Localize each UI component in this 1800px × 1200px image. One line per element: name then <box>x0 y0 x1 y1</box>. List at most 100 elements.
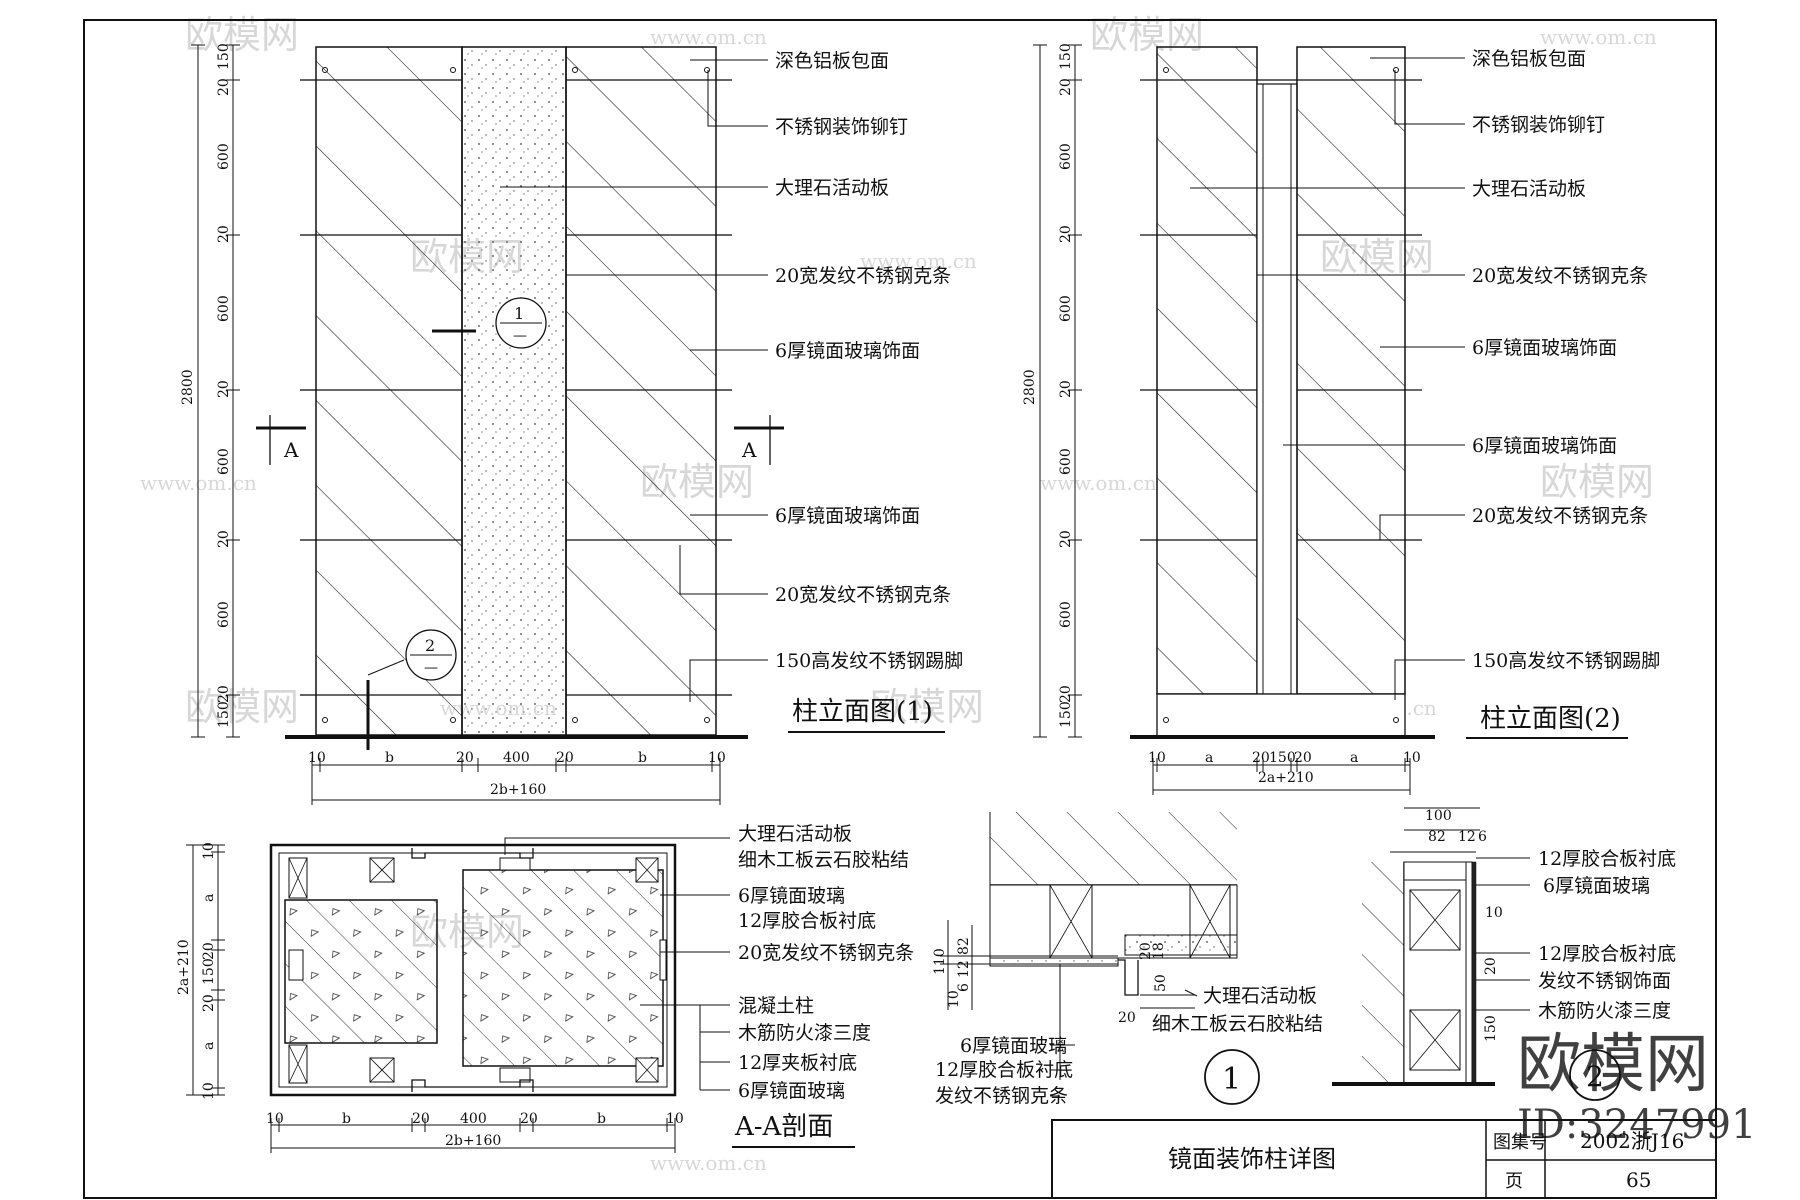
svg-text:100: 100 <box>1425 808 1452 824</box>
concrete-core-left <box>284 899 438 1044</box>
svg-text:20: 20 <box>216 78 232 96</box>
marble-strip <box>461 46 567 736</box>
svg-text:a: a <box>201 1042 217 1050</box>
svg-text:400: 400 <box>460 1111 487 1127</box>
elevation1-title: 柱立面图(1) <box>792 697 933 727</box>
elevation-1: A A 1 — 2 — 150 20 600 20 600 <box>180 43 963 805</box>
svg-text:150: 150 <box>216 701 232 728</box>
svg-text:400: 400 <box>503 750 530 766</box>
svg-text:20宽发纹不锈钢克条: 20宽发纹不锈钢克条 <box>775 584 951 606</box>
rivets <box>322 67 710 723</box>
elevation1-leaders <box>500 59 768 702</box>
atlas-number: 2002浙J16 <box>1580 1129 1684 1153</box>
svg-text:20: 20 <box>1058 225 1074 243</box>
svg-text:大理石活动板: 大理石活动板 <box>1203 985 1317 1007</box>
atlas-label: 图集号 <box>1493 1132 1547 1153</box>
svg-text:20宽发纹不锈钢克条: 20宽发纹不锈钢克条 <box>775 265 951 287</box>
watermark-logo-brand: 欧模网 <box>1517 1028 1709 1102</box>
svg-text:木筋防火漆三度: 木筋防火漆三度 <box>738 1022 871 1044</box>
center-strip-2 <box>1256 83 1298 695</box>
svg-text:10: 10 <box>308 750 326 766</box>
detail-callout-1-num: 1 <box>514 304 524 323</box>
svg-text:b: b <box>597 1111 606 1127</box>
svg-text:2800: 2800 <box>180 369 196 405</box>
svg-text:2a+210: 2a+210 <box>176 939 192 995</box>
svg-text:细木工板云石胶粘结: 细木工板云石胶粘结 <box>738 849 909 871</box>
watermark-brand: 欧模网 <box>185 685 299 729</box>
svg-text:600: 600 <box>1058 601 1074 628</box>
detail-2: 100 82 12 6 10 20 150 12厚胶合板衬底 6厚镜面玻璃 12… <box>1332 807 1676 1101</box>
svg-text:150: 150 <box>1058 43 1074 70</box>
svg-text:20: 20 <box>201 994 217 1012</box>
svg-text:82: 82 <box>956 937 972 955</box>
svg-text:大理石活动板: 大理石活动板 <box>738 823 852 845</box>
svg-text:12厚胶合板衬底: 12厚胶合板衬底 <box>1538 943 1676 965</box>
svg-text:大理石活动板: 大理石活动板 <box>1472 178 1586 200</box>
svg-text:发纹不锈钢克条: 发纹不锈钢克条 <box>935 1085 1068 1107</box>
svg-text:600: 600 <box>216 601 232 628</box>
svg-text:20: 20 <box>1252 750 1270 766</box>
svg-text:12厚夹板衬底: 12厚夹板衬底 <box>738 1052 857 1074</box>
mirror-panel-right <box>565 46 717 736</box>
svg-text:10: 10 <box>1403 750 1421 766</box>
detail-callout-1-sub: — <box>513 328 527 344</box>
svg-text:600: 600 <box>1058 295 1074 322</box>
svg-text:150: 150 <box>1269 750 1296 766</box>
detail-1: 82 110 10 6 12 20 18 50 20 大理石活动板 细木工板云石… <box>932 812 1323 1107</box>
detail1-label-circle <box>1204 1049 1260 1105</box>
svg-text:深色铝板包面: 深色铝板包面 <box>775 50 889 72</box>
mirror-panel-left-2 <box>1156 46 1258 695</box>
sheet-border <box>83 19 1717 1199</box>
detail2-notes: 12厚胶合板衬底 6厚镜面玻璃 12厚胶合板衬底 发纹不锈钢饰面 木筋防火漆三度 <box>1538 848 1676 1022</box>
mirror-panel-right-2 <box>1296 46 1406 695</box>
page-number: 65 <box>1626 1168 1651 1192</box>
elevation1-vertical-dims: 150 20 600 20 600 20 600 20 600 20 150 2… <box>180 43 232 728</box>
detail1-notes-right: 大理石活动板 细木工板云石胶粘结 <box>1152 985 1323 1035</box>
svg-text:6厚镜面玻璃饰面: 6厚镜面玻璃饰面 <box>1472 337 1617 359</box>
svg-text:6厚镜面玻璃: 6厚镜面玻璃 <box>960 1035 1067 1057</box>
svg-text:20: 20 <box>1058 530 1074 548</box>
elevation2-vertical-dims: 150 20 600 20 600 20 600 20 600 20 150 2… <box>1022 43 1074 728</box>
svg-text:a: a <box>1350 750 1358 766</box>
svg-text:12厚胶合板衬底: 12厚胶合板衬底 <box>1538 848 1676 870</box>
svg-text:10: 10 <box>708 750 726 766</box>
svg-text:150: 150 <box>1483 1015 1499 1042</box>
detail1-notes-left: 6厚镜面玻璃 12厚胶合板衬底 发纹不锈钢克条 <box>935 1035 1073 1107</box>
svg-text:b: b <box>385 750 394 766</box>
svg-text:20宽发纹不锈钢克条: 20宽发纹不锈钢克条 <box>1472 505 1648 527</box>
svg-text:b: b <box>342 1111 351 1127</box>
svg-text:不锈钢装饰铆钉: 不锈钢装饰铆钉 <box>1472 114 1605 136</box>
svg-text:12: 12 <box>1458 829 1476 845</box>
svg-text:82: 82 <box>1428 829 1446 845</box>
svg-text:20: 20 <box>1483 957 1499 975</box>
detail2-label: 2 <box>1586 1060 1604 1093</box>
svg-text:b: b <box>638 750 647 766</box>
section-bottom-dims: 10 b 20 400 20 b 10 2b+160 <box>266 1111 684 1149</box>
svg-text:10: 10 <box>946 990 962 1008</box>
svg-text:150: 150 <box>216 43 232 70</box>
svg-text:12厚胶合板衬底: 12厚胶合板衬底 <box>935 1059 1073 1081</box>
section-aa: 10 a 20 150 20 a 10 2a+210 10 b 20 400 2… <box>176 823 914 1153</box>
svg-text:150高发纹不锈钢踢脚: 150高发纹不锈钢踢脚 <box>1472 650 1660 672</box>
svg-text:a: a <box>1205 750 1213 766</box>
svg-text:20: 20 <box>556 750 574 766</box>
svg-text:6厚镜面玻璃饰面: 6厚镜面玻璃饰面 <box>775 340 920 362</box>
svg-text:600: 600 <box>216 295 232 322</box>
svg-text:2a+210: 2a+210 <box>1258 770 1314 786</box>
svg-text:20: 20 <box>1118 1010 1136 1026</box>
elevation1-bottom-dims: 10 b 20 400 20 b 10 2b+160 <box>308 750 726 798</box>
svg-text:600: 600 <box>1058 448 1074 475</box>
svg-text:20: 20 <box>216 685 232 703</box>
svg-text:6厚镜面玻璃: 6厚镜面玻璃 <box>1543 875 1650 897</box>
svg-text:大理石活动板: 大理石活动板 <box>775 177 889 199</box>
watermark-id: ID:3247991 <box>1517 1102 1757 1148</box>
elevation2-title: 柱立面图(2) <box>1480 704 1621 734</box>
detail-callout-2-num: 2 <box>425 636 435 655</box>
svg-text:深色铝板包面: 深色铝板包面 <box>1472 48 1586 70</box>
watermark-url: www.om.cn <box>860 249 977 273</box>
svg-text:20: 20 <box>216 225 232 243</box>
svg-text:20: 20 <box>216 380 232 398</box>
svg-text:10: 10 <box>666 1111 684 1127</box>
svg-text:20: 20 <box>216 530 232 548</box>
